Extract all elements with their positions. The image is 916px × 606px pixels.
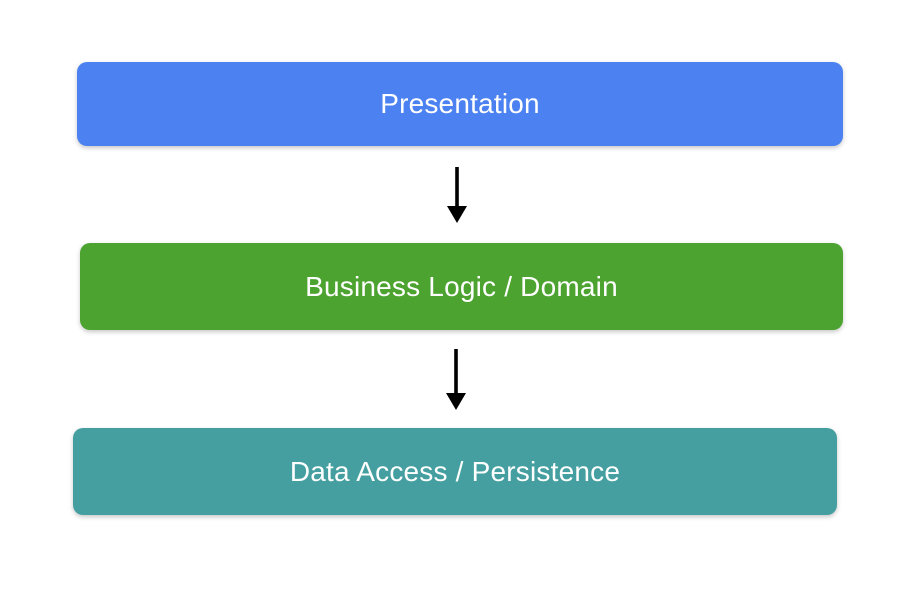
down-arrow-icon (444, 348, 468, 411)
layer-box-data-access: Data Access / Persistence (73, 428, 837, 515)
layer-label-business-logic: Business Logic / Domain (305, 270, 618, 302)
layer-label-presentation: Presentation (380, 88, 540, 119)
layer-box-business-logic: Business Logic / Domain (80, 243, 843, 330)
layer-label-data-access: Data Access / Persistence (289, 455, 621, 487)
down-arrow-icon (445, 166, 469, 224)
layer-box-presentation: Presentation (77, 62, 843, 146)
